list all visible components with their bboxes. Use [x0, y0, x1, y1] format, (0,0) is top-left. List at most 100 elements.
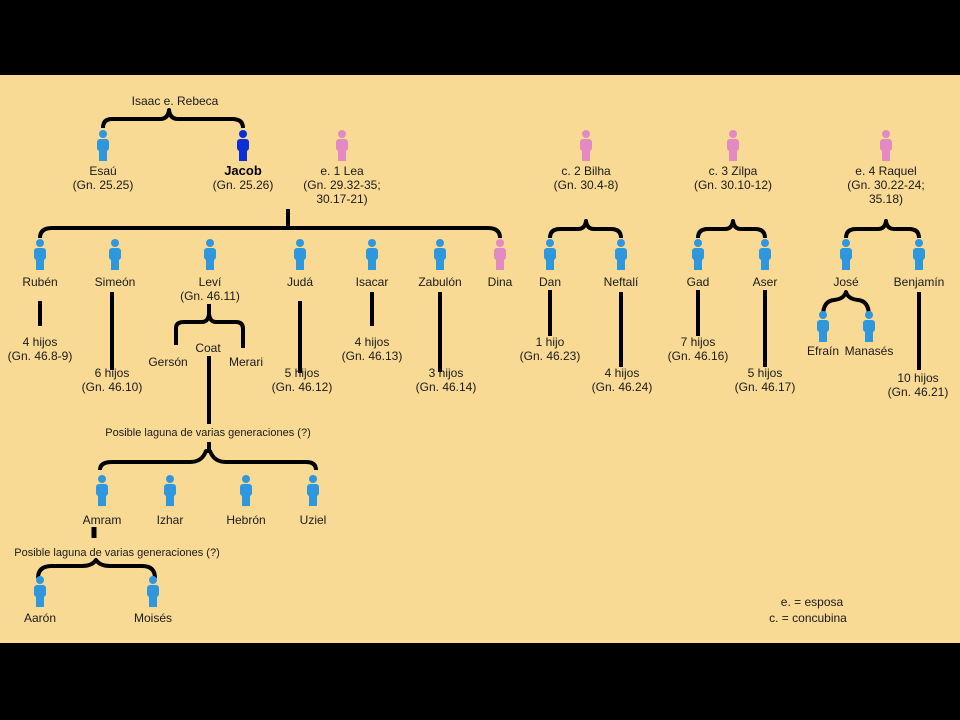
coat-label: Coat: [195, 341, 221, 355]
dan-descendants-line-2: (Gn. 46.23): [520, 349, 581, 363]
jose-label-line-1: José: [833, 275, 859, 289]
ruben-label-line-1: Rubén: [22, 275, 57, 289]
juda-label-line-1: Judá: [287, 275, 313, 289]
raquel-label-line-3: 35.18): [869, 192, 903, 206]
amram-male-icon: [96, 475, 108, 506]
uziel-label-line-1: Uziel: [300, 513, 327, 527]
isacar-descendants-line-1: 4 hijos: [355, 335, 390, 349]
gad-male-icon: [692, 239, 704, 270]
isacar-descendants-line-2: (Gn. 46.13): [342, 349, 403, 363]
benjamin-descendants-line-2: (Gn. 46.21): [888, 385, 949, 399]
jose-children-bracket: [821, 290, 871, 317]
benjamin-label-line-1: Benjamín: [894, 275, 945, 289]
juda-descendants-line-2: (Gn. 46.12): [272, 380, 333, 394]
dan-label-line-1: Dan: [539, 275, 561, 289]
efrain-male-icon: [817, 311, 829, 342]
legend-wife: e. = esposa: [781, 595, 844, 609]
levi-male-icon: [204, 239, 216, 270]
zabulon-male-icon: [434, 239, 446, 270]
juda-descendants-line-1: 5 hijos: [285, 366, 320, 380]
benjamin-descendants-line-1: 10 hijos: [897, 371, 938, 385]
zilpa-children-bracket: [696, 219, 767, 239]
ruben-descendants-line-2: (Gn. 46.8-9): [8, 349, 73, 363]
isacar-male-icon: [366, 239, 378, 270]
aser-descendants-line-2: (Gn. 46.17): [735, 380, 796, 394]
manases-label-line-1: Manasés: [845, 344, 894, 358]
dan-male-icon: [544, 239, 556, 270]
neftali-male-icon: [615, 239, 627, 270]
lea-label-line-2: (Gn. 29.32-35;: [303, 178, 380, 192]
bilha-label-line-2: (Gn. 30.4-8): [554, 178, 619, 192]
coat-children-bracket: [98, 449, 318, 471]
uziel-male-icon: [307, 475, 319, 506]
neftali-label-line-1: Neftalí: [604, 275, 639, 289]
efrain-label-line-1: Efraín: [807, 344, 839, 358]
izhar-label-line-1: Izhar: [157, 513, 184, 527]
lea-label-line-1: e. 1 Lea: [320, 164, 364, 178]
jose-male-icon: [840, 239, 852, 270]
esau-label-line-2: (Gn. 25.25): [73, 178, 134, 192]
dan-descendants-line-1: 1 hijo: [536, 335, 565, 349]
amram-label-line-1: Amram: [83, 513, 122, 527]
gad-descendants-line-1: 7 hijos: [681, 335, 716, 349]
raquel-label-line-2: (Gn. 30.22-24;: [847, 178, 924, 192]
simeon-descendants-line-2: (Gn. 46.10): [82, 380, 143, 394]
generation-gap-note-2: Posible laguna de varias generaciones (?…: [14, 547, 219, 559]
raquel-label-line-1: e. 4 Raquel: [855, 164, 916, 178]
benjamin-male-icon: [913, 239, 925, 270]
hebron-male-icon: [240, 475, 252, 506]
aser-label-line-1: Aser: [753, 275, 778, 289]
legend-concubine: c. = concubina: [769, 611, 847, 625]
gad-descendants-line-2: (Gn. 46.16): [668, 349, 729, 363]
levi-label-line-2: (Gn. 46.11): [180, 289, 240, 303]
levi-children-bracket: [174, 312, 245, 348]
zabulon-descendants-line-2: (Gn. 46.14): [416, 380, 477, 394]
lea-children-bracket: [38, 226, 502, 239]
esau-male-icon: [97, 130, 109, 161]
generation-gap-note-1: Posible laguna de varias generaciones (?…: [105, 427, 310, 439]
isacar-label-line-1: Isacar: [356, 275, 389, 289]
bilha-label-line-1: c. 2 Bilha: [561, 164, 611, 178]
zilpa-label-line-1: c. 3 Zilpa: [709, 164, 758, 178]
gerson-label: Gersón: [148, 355, 187, 369]
esau-label-line-1: Esaú: [89, 164, 116, 178]
aser-descendants-line-1: 5 hijos: [748, 366, 783, 380]
amram-children-bracket: [36, 558, 157, 579]
levi-label-line-1: Leví: [199, 275, 222, 289]
isaac-rebeca-bracket: [101, 108, 245, 129]
jacob-name: Jacob: [224, 163, 262, 178]
zilpa-female-icon: [727, 130, 739, 161]
zilpa-label-line-2: (Gn. 30.10-12): [694, 178, 772, 192]
neftali-descendants-line-2: (Gn. 46.24): [592, 380, 653, 394]
dina-female-icon: [494, 239, 506, 270]
jacob-male-highlight-icon: [237, 130, 249, 161]
simeon-male-icon: [109, 239, 121, 270]
merari-label: Merari: [229, 355, 263, 369]
juda-male-icon: [294, 239, 306, 270]
aser-male-icon: [759, 239, 771, 270]
root-couple-label: Isaac e. Rebeca: [132, 94, 219, 108]
ruben-male-icon: [34, 239, 46, 270]
simeon-descendants-line-1: 6 hijos: [95, 366, 130, 380]
bilha-female-icon: [580, 130, 592, 161]
raquel-children-bracket: [844, 219, 921, 239]
zabulon-label-line-1: Zabulón: [418, 275, 461, 289]
moises-label-line-1: Moisés: [134, 611, 172, 625]
neftali-descendants-line-1: 4 hijos: [605, 366, 640, 380]
gad-label-line-1: Gad: [687, 275, 710, 289]
simeon-label-line-1: Simeón: [95, 275, 136, 289]
manases-male-icon: [863, 311, 875, 342]
bilha-children-bracket: [548, 219, 623, 239]
jacob-ref: (Gn. 25.26): [213, 178, 274, 192]
ruben-descendants-line-1: 4 hijos: [23, 335, 58, 349]
zabulon-descendants-line-1: 3 hijos: [429, 366, 464, 380]
lea-label-line-3: 30.17-21): [316, 192, 367, 206]
hebron-label-line-1: Hebrón: [226, 513, 265, 527]
raquel-female-icon: [880, 130, 892, 161]
lea-female-icon: [336, 130, 348, 161]
moises-male-icon: [147, 576, 159, 607]
aaron-male-icon: [34, 576, 46, 607]
aaron-label-line-1: Aarón: [24, 611, 56, 625]
